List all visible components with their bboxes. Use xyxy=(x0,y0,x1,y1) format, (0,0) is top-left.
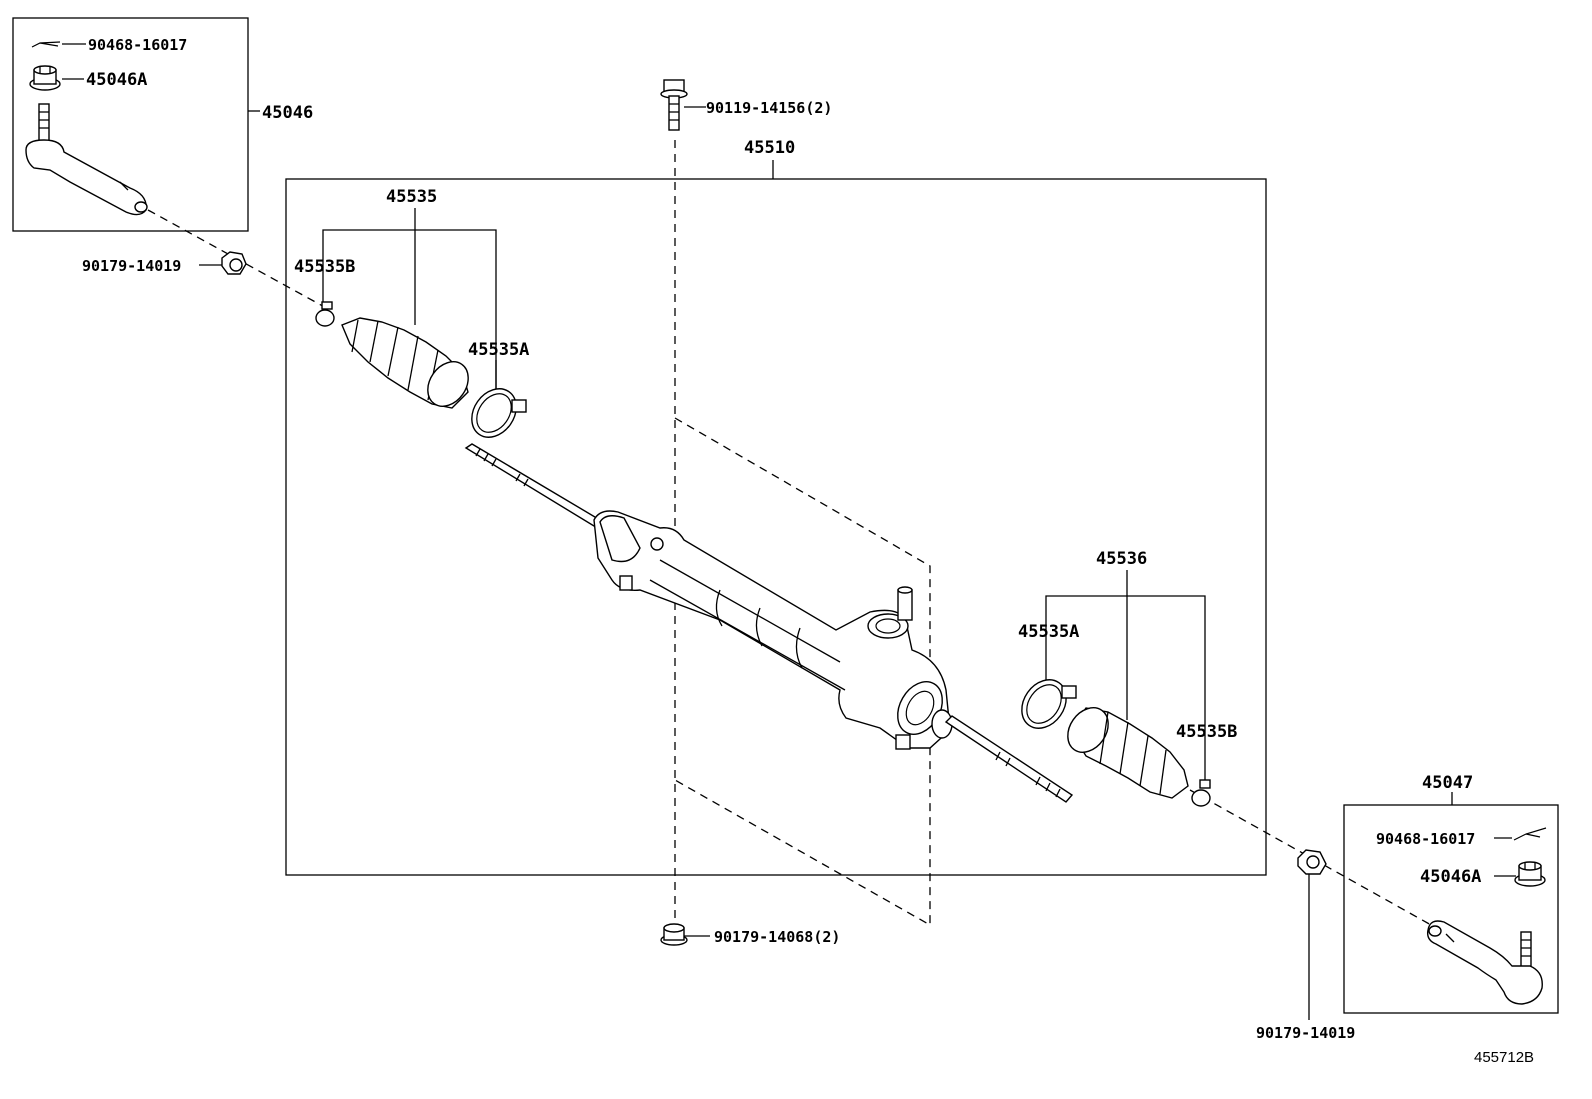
label-boot-kit-rh: 45536 xyxy=(1096,549,1147,569)
clamp-rh-icon xyxy=(1021,679,1077,729)
inset-frame-lh xyxy=(12,17,249,232)
mount-nut-icon xyxy=(660,923,688,946)
label-cotter-pin-top: 90468-16017 xyxy=(88,36,187,54)
label-cotter-pin-bottom: 90468-16017 xyxy=(1376,830,1475,848)
label-tie-rod-end-rh: 45047 xyxy=(1422,773,1473,793)
label-tie-rod-end-lh: 45046 xyxy=(262,103,313,123)
cotter-pin-icon xyxy=(31,41,61,48)
label-nut-lh: 90179-14019 xyxy=(82,257,181,275)
clip-rh-icon xyxy=(1191,779,1211,807)
label-clip-rh: 45535B xyxy=(1176,722,1237,742)
label-nut-top: 45046A xyxy=(86,70,147,90)
label-bolt-top: 90119-14156(2) xyxy=(706,99,832,117)
leader-lines xyxy=(62,43,1516,1020)
tie-rod-end-lh-icon xyxy=(25,103,148,216)
label-gear-assy: 45510 xyxy=(744,138,795,158)
clip-lh-icon xyxy=(315,301,335,327)
castle-nut-icon xyxy=(29,65,61,91)
label-nut-rh: 90179-14019 xyxy=(1256,1024,1355,1042)
nut-lh-icon xyxy=(221,251,247,275)
label-nut-bottom: 45046A xyxy=(1420,867,1481,887)
steering-rack-icon xyxy=(464,443,1074,803)
castle-nut-rh-icon xyxy=(1514,861,1546,887)
label-mount-nut: 90179-14068(2) xyxy=(714,928,840,946)
boot-rh-icon xyxy=(1067,707,1189,799)
mounting-bolt-icon xyxy=(660,79,688,131)
label-clamp-lh: 45535A xyxy=(468,340,529,360)
gear-assy-frame xyxy=(285,178,1267,876)
label-clamp-rh: 45535A xyxy=(1018,622,1079,642)
boot-lh-icon xyxy=(341,317,469,409)
inset-frame-rh xyxy=(1343,804,1559,1014)
cotter-pin-rh-icon xyxy=(1513,827,1547,841)
figure-id: 455712B xyxy=(1474,1049,1534,1066)
tie-rod-end-rh-icon xyxy=(1426,920,1543,1005)
label-clip-lh: 45535B xyxy=(294,257,355,277)
nut-rh-icon xyxy=(1297,849,1327,875)
clamp-lh-icon xyxy=(471,388,527,438)
label-boot-kit-lh: 45535 xyxy=(386,187,437,207)
